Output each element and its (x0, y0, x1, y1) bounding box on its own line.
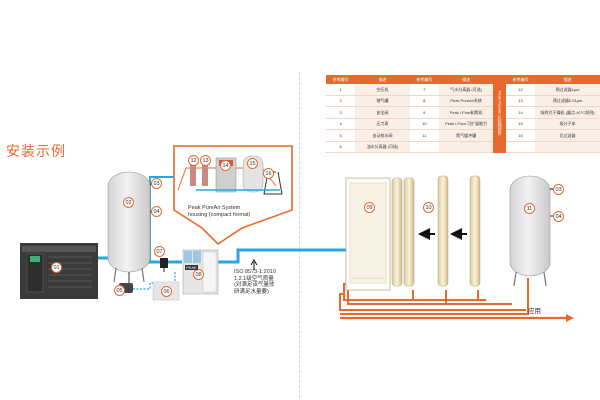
iflow-expansion-columns (391, 175, 481, 287)
callout-caption: Peak PureAir System housing (compact for… (188, 205, 251, 218)
legend-header: 参考编号 (326, 75, 356, 84)
air-pipe (218, 248, 346, 264)
badge-16: 16 (263, 168, 274, 179)
badge-13: 13 (200, 155, 211, 166)
badge-07: 07 (154, 246, 165, 257)
badge-15: 15 (247, 158, 258, 169)
legend-header: 参考编号 (409, 75, 439, 84)
badge-12: 12 (188, 155, 199, 166)
prefilter-1um (190, 164, 196, 186)
badge-03: 03 (151, 178, 162, 189)
pureair-callout (173, 145, 293, 246)
badge-08: 08 (193, 269, 204, 280)
legend-header: 描述 (355, 75, 410, 84)
badge-06: 06 (161, 286, 172, 297)
badge-01: 01 (51, 262, 62, 273)
nitrogen-pipe (339, 293, 526, 311)
peak-iflow-generator (345, 177, 391, 291)
iso-arrow-icon (250, 259, 258, 270)
badge-14: 14 (220, 160, 231, 171)
air-compressor (20, 243, 98, 299)
badge-11: 11 (524, 203, 535, 214)
legend-table: 参考编号 描述 参考编号 描述 Peak PureAir 后处理部件 参考编号 … (326, 75, 600, 161)
section-divider (299, 72, 300, 398)
nitrogen-outlet-line (340, 278, 529, 315)
badge-04: 04 (151, 206, 162, 217)
badge-03-right: 03 (553, 184, 564, 195)
water-separator (160, 258, 168, 272)
badge-10: 10 (423, 202, 434, 213)
air-receiver-tank (107, 171, 151, 283)
iso-quality-label: ISO 8573-1:2010 1.2.1级空气质量 (对满足该气量技 研满足水… (234, 269, 276, 295)
badge-04-right: 04 (553, 211, 564, 222)
application-arrow (566, 314, 574, 322)
page-title: 安装示例 (6, 144, 66, 160)
legend-header-row: 参考编号 描述 参考编号 描述 Peak PureAir 后处理部件 参考编号 … (326, 75, 600, 153)
badge-09: 09 (364, 202, 375, 213)
nitrogen-pipe (412, 290, 479, 304)
application-label: 应用 (528, 308, 541, 315)
legend-header: 描述 (438, 75, 494, 84)
badge-05: 05 (114, 285, 125, 296)
peak-logo: PEAK (185, 265, 198, 270)
legend-side-label: Peak PureAir 后处理部件 (493, 75, 506, 153)
prefilter-001um (202, 164, 208, 186)
legend-header: 描述 (535, 75, 600, 84)
nitrogen-buffer-tank (509, 175, 551, 287)
badge-02: 02 (123, 197, 134, 208)
legend-header: 参考编号 (505, 75, 536, 84)
